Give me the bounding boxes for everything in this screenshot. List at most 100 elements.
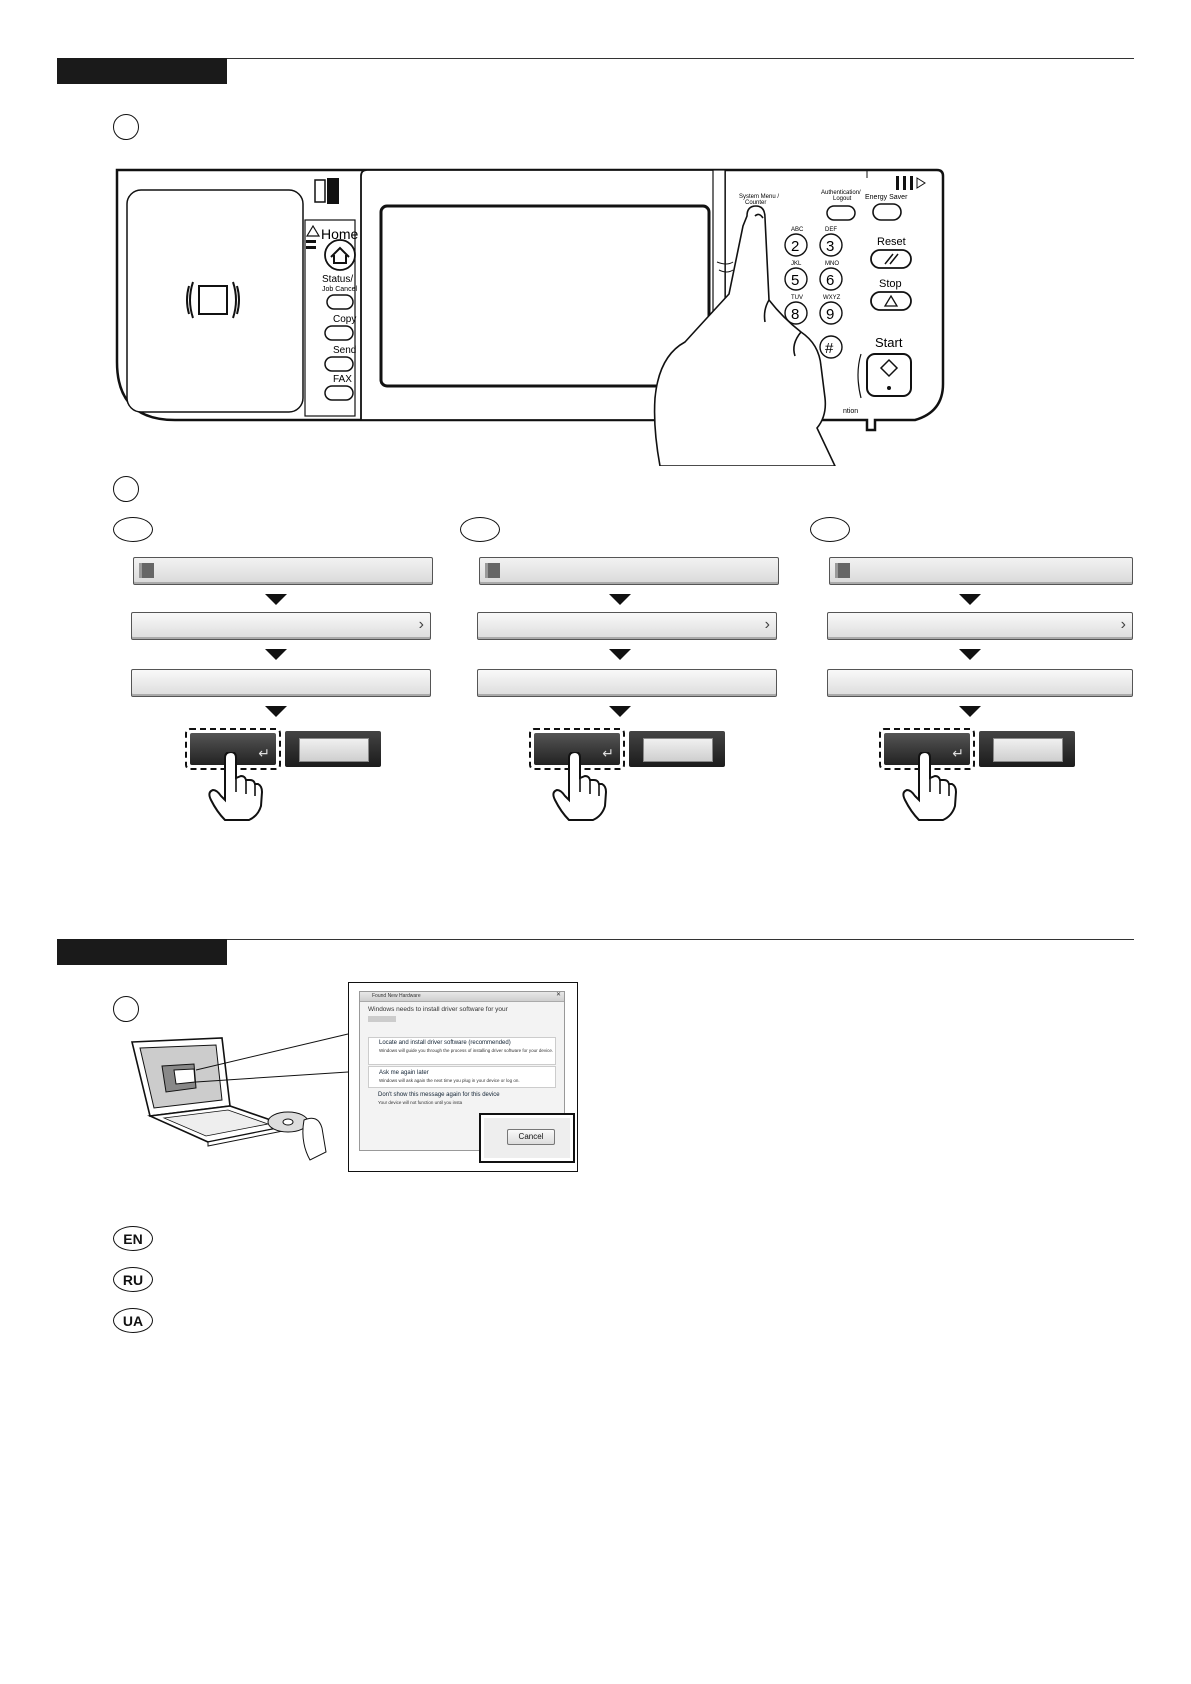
home-label: Home: [321, 226, 359, 242]
reset-label: Reset: [877, 236, 906, 248]
option-ask-later[interactable]: Ask me again later Windows will ask agai…: [368, 1066, 556, 1088]
key-8-button[interactable]: [784, 301, 808, 325]
send-button[interactable]: [324, 356, 354, 372]
key-2-button[interactable]: [784, 233, 808, 257]
language-marker-en: EN: [113, 1226, 153, 1251]
setting-bar-col3[interactable]: [827, 669, 1133, 697]
logout-label: Logout: [833, 196, 852, 202]
flow-arrow-down-icon: [265, 706, 287, 717]
sub-step-oval-a: [113, 517, 153, 542]
option-locate-install[interactable]: Locate and install driver software (reco…: [368, 1037, 556, 1065]
triangle-indicator-icon: [305, 224, 321, 237]
dialog-cancel-button[interactable]: Cancel: [507, 1129, 555, 1145]
option1-title: Locate and install driver software (reco…: [379, 1040, 511, 1046]
tapping-hand-icon: [205, 750, 265, 827]
energy-saver-button[interactable]: [872, 203, 902, 221]
energy-saver-label: Energy Saver: [865, 194, 908, 201]
chevron-right-icon: ›: [418, 616, 424, 633]
sub-step-oval-c: [810, 517, 850, 542]
job-cancel-label: Job Cancel: [322, 286, 357, 293]
stop-icon: [883, 294, 899, 307]
option-dont-show[interactable]: Don't show this message again for this d…: [368, 1089, 554, 1111]
start-icon: [879, 358, 899, 378]
cancel-button-col2[interactable]: [629, 731, 725, 767]
fax-label: FAX: [333, 374, 352, 385]
key-6-button[interactable]: [819, 267, 843, 291]
dialog-close-icon[interactable]: ✕: [555, 992, 561, 998]
section-divider-1: [227, 58, 1134, 59]
key-3-button[interactable]: [819, 233, 843, 257]
dialog-heading: Windows needs to install driver software…: [368, 1006, 508, 1013]
section-header-bar-1: [57, 58, 227, 84]
found-new-hardware-dialog: Found New Hardware ✕ Windows needs to in…: [359, 991, 565, 1151]
flow-arrow-down-icon: [959, 706, 981, 717]
send-label: Send: [333, 345, 356, 356]
reset-icon: [884, 253, 899, 265]
flow-arrow-down-icon: [265, 649, 287, 660]
tapping-hand-icon: [899, 750, 959, 827]
key-3-letters: DEF: [825, 227, 837, 233]
key-8-digit: 8: [791, 306, 799, 323]
key-6-letters: MNO: [825, 261, 839, 267]
key-5-letters: JKL: [791, 261, 802, 267]
key-hash-digit: #: [825, 340, 834, 357]
copy-button[interactable]: [324, 325, 354, 341]
menu-item-bar-col2[interactable]: ›: [477, 612, 777, 640]
flow-arrow-down-icon: [959, 649, 981, 660]
cancel-highlight-box: Cancel: [479, 1113, 575, 1163]
key-hash-button[interactable]: [819, 335, 843, 359]
chevron-right-icon: ›: [1120, 616, 1126, 633]
status-job-cancel-button[interactable]: [326, 294, 354, 310]
option3-title: Don't show this message again for this d…: [378, 1092, 500, 1098]
key-5-button[interactable]: [784, 267, 808, 291]
key-2-digit: 2: [791, 238, 799, 255]
key-9-digit: 9: [826, 306, 834, 323]
cancel-button-col3[interactable]: [979, 731, 1075, 767]
section-divider-2: [227, 939, 1134, 940]
step-marker-2: [113, 476, 139, 502]
menu-item-bar-col1[interactable]: ›: [131, 612, 431, 640]
key-3-digit: 3: [826, 238, 834, 255]
hand-holding-cd: [302, 1117, 327, 1161]
operation-panel-illustration: Home Status/ Job Cancel Copy Send FAX Sy…: [115, 166, 945, 471]
counter-label: Counter: [745, 200, 766, 206]
copy-label: Copy: [333, 314, 356, 325]
setting-bar-col2[interactable]: [477, 669, 777, 697]
key-2-letters: ABC: [791, 227, 804, 233]
menu-item-bar-col3[interactable]: ›: [827, 612, 1133, 640]
pointing-hand-illustration: [653, 205, 837, 467]
sub-step-oval-b: [460, 517, 500, 542]
nfc-card-reader: [126, 189, 304, 413]
start-label: Start: [875, 335, 903, 350]
fax-button[interactable]: [324, 385, 354, 401]
home-button[interactable]: [324, 239, 356, 271]
flow-arrow-down-icon: [609, 706, 631, 717]
menu-header-bar-col3: [829, 557, 1133, 585]
stop-button[interactable]: [870, 291, 912, 311]
setting-bar-col1[interactable]: [131, 669, 431, 697]
authentication-label: Authentication/: [821, 190, 861, 196]
flow-arrow-down-icon: [265, 594, 287, 605]
document-icon: [139, 563, 154, 578]
key-5-digit: 5: [791, 272, 799, 289]
language-marker-ua: UA: [113, 1308, 153, 1333]
step-marker-1: [113, 114, 139, 140]
reset-button[interactable]: [870, 249, 912, 269]
section-header-bar-2: [57, 939, 227, 965]
option2-title: Ask me again later: [379, 1070, 429, 1076]
key-9-letters: WXYZ: [823, 295, 841, 301]
cancel-button-col1[interactable]: [285, 731, 381, 767]
key-8-letters: TUV: [791, 295, 803, 301]
flow-arrow-down-icon: [609, 649, 631, 660]
option3-description: Your device will not function until you …: [378, 1100, 463, 1105]
language-marker-ru: RU: [113, 1267, 153, 1292]
key-9-button[interactable]: [819, 301, 843, 325]
stop-label: Stop: [879, 278, 902, 290]
touch-panel-screen[interactable]: [379, 204, 711, 388]
menu-header-bar-col1: [133, 557, 433, 585]
option2-description: Windows will ask again the next time you…: [379, 1078, 520, 1083]
operation-panel-svg: Home Status/ Job Cancel Copy Send FAX Sy…: [115, 168, 945, 467]
authentication-button[interactable]: [826, 205, 856, 221]
attention-label: ntion: [843, 408, 858, 415]
system-menu-label: System Menu /: [739, 194, 779, 200]
